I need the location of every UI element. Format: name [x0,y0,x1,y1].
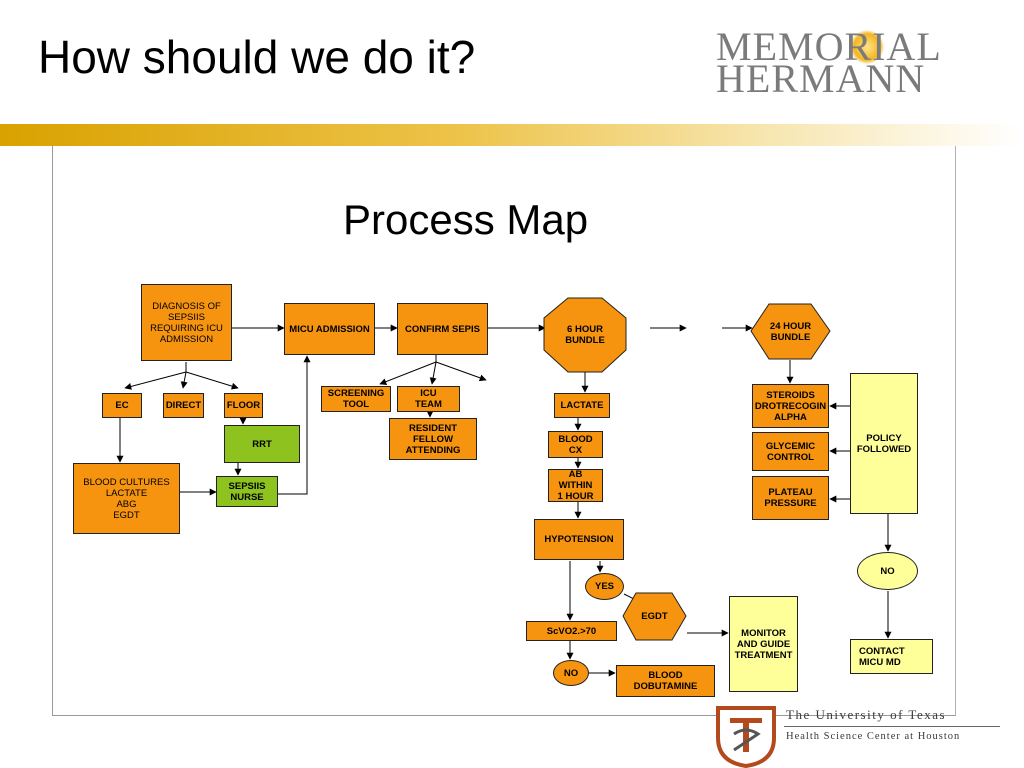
memorial-hermann-logo: MEMORIAL HERMANN [716,24,966,101]
node-rrt: RRT [224,425,300,463]
node-scvo2: ScVO2.>70 [526,621,617,641]
twentyfour-hour-bundle-hex [750,303,831,360]
node-confirm-sepsis: CONFIRM SEPIS [397,303,488,355]
node-screening-tool: SCREENING TOOL [321,386,391,412]
node-blood-cultures: BLOOD CULTURES LACTATE ABG EGDT [73,463,180,534]
gold-header-band [0,124,1024,146]
node-six-hour-bundle: 6 HOUR BUNDLE [565,324,605,346]
node-blood-dobutamine: BLOOD DOBUTAMINE [616,665,715,697]
node-egdt: EGDT [641,611,668,622]
process-map-title: Process Map [343,196,589,243]
node-diagnosis: DIAGNOSIS OF SEPSIIS REQUIRING ICU ADMIS… [141,284,232,361]
node-lactate: LACTATE [554,393,610,418]
node-hypotension: HYPOTENSION [534,519,624,560]
node-floor: FLOOR [224,393,263,418]
arrow-diag-split-direct [180,371,188,389]
arrow-diag-split-ec [124,371,187,390]
node-micu-admission: MICU ADMISSION [284,303,375,355]
memorial-logo-text: MEMORIAL [716,24,942,69]
node-ab-within: AB WITHIN 1 HOUR [548,469,603,502]
ut-seal-icon [716,706,776,768]
node-sepsiis-nurse: SEPSIIS NURSE [216,476,278,507]
node-steroids: STEROIDS DROTRECOGIN ALPHA [752,384,829,428]
node-policy: POLICY FOLLOWED [850,373,918,514]
node-yes: YES [585,573,624,600]
sun-logo-icon [850,30,884,64]
ut-divider [784,726,1000,727]
node-twentyfour-hour-bundle: 24 HOUR BUNDLE [769,320,812,343]
ut-name-text: The University of Texas [786,707,947,722]
egdt-hex [622,592,687,641]
ut-subtitle-text: Health Science Center at Houston [786,731,961,742]
node-monitor: MONITOR AND GUIDE TREATMENT [729,596,798,692]
diagram-frame [52,146,956,716]
hermann-logo-text: HERMANN [716,56,926,101]
node-ec: EC [102,393,142,418]
node-icu-team: ICU TEAM [397,386,460,412]
node-plateau: PLATEAU PRESSURE [752,476,829,520]
slide-title: How should we do it? [38,31,476,83]
node-no-right: NO [857,552,918,590]
node-resident: RESIDENT FELLOW ATTENDING [389,418,477,460]
node-direct: DIRECT [163,393,204,418]
six-hour-bundle-octagon [543,297,627,373]
arrow-confirm-right [435,361,487,382]
arrow-confirm-icu [429,361,437,385]
arrow-nurse-micu [278,355,311,495]
node-contact: CONTACT MICU MD [850,639,933,674]
node-glycemic: GLYCEMIC CONTROL [752,432,829,471]
arrow-confirm-screening [379,361,437,385]
node-no-left: NO [553,660,589,686]
node-blood-cx: BLOOD CX [548,431,603,458]
arrow-diag-split-floor [185,371,239,390]
